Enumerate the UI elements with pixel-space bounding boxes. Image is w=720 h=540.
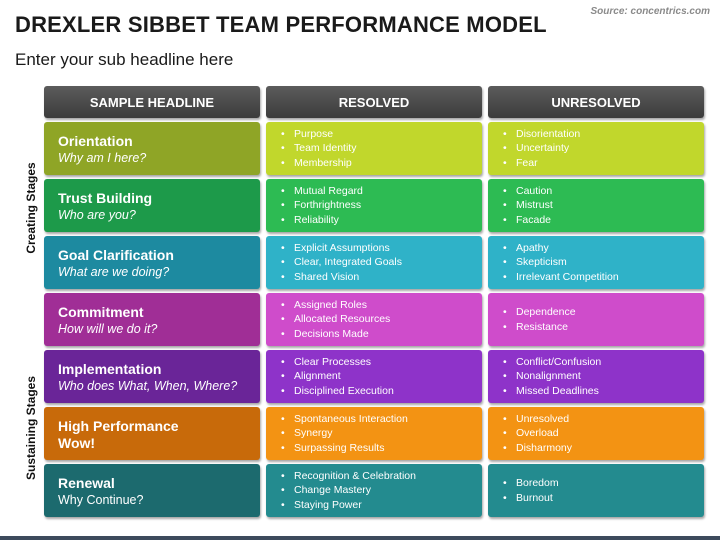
stage-title: High Performance bbox=[58, 417, 179, 434]
resolved-list: Spontaneous Interaction Synergy Surpassi… bbox=[294, 412, 408, 456]
list-item: Skepticism bbox=[516, 255, 619, 270]
list-item: Surpassing Results bbox=[294, 441, 408, 456]
unresolved-implementation: Conflict/Confusion Nonalignment Missed D… bbox=[488, 350, 704, 403]
list-item: Staying Power bbox=[294, 498, 416, 513]
stage-question: How will we do it? bbox=[58, 321, 158, 336]
resolved-renewal: Recognition & Celebration Change Mastery… bbox=[266, 464, 482, 517]
header-sample-headline: SAMPLE HEADLINE bbox=[44, 86, 260, 118]
stage-title: Renewal bbox=[58, 474, 115, 491]
resolved-list: Assigned Roles Allocated Resources Decis… bbox=[294, 298, 390, 342]
stage-title: Trust Building bbox=[58, 189, 153, 206]
side-label-creating-stages: Creating Stages bbox=[24, 162, 38, 254]
unresolved-list: Unresolved Overload Disharmony bbox=[516, 412, 572, 456]
stage-renewal: Renewal Why Continue? bbox=[44, 464, 260, 517]
list-item: Apathy bbox=[516, 241, 619, 256]
resolved-list: Purpose Team Identity Membership bbox=[294, 127, 356, 171]
list-item: Unresolved bbox=[516, 412, 572, 427]
resolved-list: Recognition & Celebration Change Mastery… bbox=[294, 469, 416, 513]
list-item: Assigned Roles bbox=[294, 298, 390, 313]
list-item: Explicit Assumptions bbox=[294, 241, 402, 256]
list-item: Boredom bbox=[516, 476, 559, 491]
performance-model-table: SAMPLE HEADLINE RESOLVED UNRESOLVED Orie… bbox=[44, 86, 710, 517]
list-item: Uncertainty bbox=[516, 141, 580, 156]
list-item: Mistrust bbox=[516, 198, 553, 213]
stage-question: Who are you? bbox=[58, 207, 136, 222]
list-item: Disorientation bbox=[516, 127, 580, 142]
stage-goal-clarification: Goal Clarification What are we doing? bbox=[44, 236, 260, 289]
unresolved-list: Conflict/Confusion Nonalignment Missed D… bbox=[516, 355, 601, 399]
stage-question: Who does What, When, Where? bbox=[58, 378, 238, 393]
stage-title: Orientation bbox=[58, 132, 133, 149]
resolved-orientation: Purpose Team Identity Membership bbox=[266, 122, 482, 175]
list-item: Team Identity bbox=[294, 141, 356, 156]
list-item: Recognition & Celebration bbox=[294, 469, 416, 484]
list-item: Nonalignment bbox=[516, 369, 601, 384]
stage-trust-building: Trust Building Who are you? bbox=[44, 179, 260, 232]
list-item: Missed Deadlines bbox=[516, 384, 601, 399]
stage-question: Why Continue? bbox=[58, 492, 144, 507]
list-item: Disciplined Execution bbox=[294, 384, 394, 399]
list-item: Fear bbox=[516, 156, 580, 171]
unresolved-list: Caution Mistrust Facade bbox=[516, 184, 553, 228]
resolved-list: Mutual Regard Forthrightness Reliability bbox=[294, 184, 363, 228]
source-credit: Source: concentrics.com bbox=[590, 6, 710, 17]
list-item: Disharmony bbox=[516, 441, 572, 456]
page-title: DREXLER SIBBET TEAM PERFORMANCE MODEL bbox=[15, 12, 547, 37]
list-item: Reliability bbox=[294, 213, 363, 228]
list-item: Change Mastery bbox=[294, 483, 416, 498]
list-item: Dependence bbox=[516, 305, 576, 320]
list-item: Clear, Integrated Goals bbox=[294, 255, 402, 270]
list-item: Irrelevant Competition bbox=[516, 270, 619, 285]
list-item: Membership bbox=[294, 156, 356, 171]
unresolved-list: Boredom Burnout bbox=[516, 476, 559, 505]
stage-question: What are we doing? bbox=[58, 264, 170, 279]
resolved-implementation: Clear Processes Alignment Disciplined Ex… bbox=[266, 350, 482, 403]
stage-question: Why am I here? bbox=[58, 150, 147, 165]
list-item: Overload bbox=[516, 426, 572, 441]
footer-bar bbox=[0, 536, 720, 540]
stage-question: Wow! bbox=[58, 434, 96, 451]
list-item: Decisions Made bbox=[294, 327, 390, 342]
list-item: Mutual Regard bbox=[294, 184, 363, 199]
list-item: Conflict/Confusion bbox=[516, 355, 601, 370]
list-item: Alignment bbox=[294, 369, 394, 384]
resolved-list: Clear Processes Alignment Disciplined Ex… bbox=[294, 355, 394, 399]
unresolved-high-performance: Unresolved Overload Disharmony bbox=[488, 407, 704, 460]
unresolved-commitment: Dependence Resistance bbox=[488, 293, 704, 346]
list-item: Caution bbox=[516, 184, 553, 199]
list-item: Resistance bbox=[516, 320, 576, 335]
resolved-goal-clarification: Explicit Assumptions Clear, Integrated G… bbox=[266, 236, 482, 289]
header-resolved: RESOLVED bbox=[266, 86, 482, 118]
resolved-commitment: Assigned Roles Allocated Resources Decis… bbox=[266, 293, 482, 346]
list-item: Synergy bbox=[294, 426, 408, 441]
resolved-high-performance: Spontaneous Interaction Synergy Surpassi… bbox=[266, 407, 482, 460]
unresolved-goal-clarification: Apathy Skepticism Irrelevant Competition bbox=[488, 236, 704, 289]
stage-title: Goal Clarification bbox=[58, 246, 174, 263]
page-subtitle: Enter your sub headline here bbox=[15, 50, 234, 69]
stage-implementation: Implementation Who does What, When, Wher… bbox=[44, 350, 260, 403]
list-item: Burnout bbox=[516, 491, 559, 506]
list-item: Shared Vision bbox=[294, 270, 402, 285]
unresolved-trust-building: Caution Mistrust Facade bbox=[488, 179, 704, 232]
resolved-trust-building: Mutual Regard Forthrightness Reliability bbox=[266, 179, 482, 232]
unresolved-orientation: Disorientation Uncertainty Fear bbox=[488, 122, 704, 175]
stage-title: Commitment bbox=[58, 303, 144, 320]
unresolved-renewal: Boredom Burnout bbox=[488, 464, 704, 517]
stage-high-performance: High Performance Wow! bbox=[44, 407, 260, 460]
list-item: Allocated Resources bbox=[294, 312, 390, 327]
list-item: Forthrightness bbox=[294, 198, 363, 213]
unresolved-list: Dependence Resistance bbox=[516, 305, 576, 334]
list-item: Facade bbox=[516, 213, 553, 228]
list-item: Clear Processes bbox=[294, 355, 394, 370]
stage-orientation: Orientation Why am I here? bbox=[44, 122, 260, 175]
unresolved-list: Disorientation Uncertainty Fear bbox=[516, 127, 580, 171]
unresolved-list: Apathy Skepticism Irrelevant Competition bbox=[516, 241, 619, 285]
resolved-list: Explicit Assumptions Clear, Integrated G… bbox=[294, 241, 402, 285]
stage-commitment: Commitment How will we do it? bbox=[44, 293, 260, 346]
stage-title: Implementation bbox=[58, 360, 162, 377]
side-label-sustaining-stages: Sustaining Stages bbox=[24, 375, 38, 481]
header-unresolved: UNRESOLVED bbox=[488, 86, 704, 118]
list-item: Purpose bbox=[294, 127, 356, 142]
list-item: Spontaneous Interaction bbox=[294, 412, 408, 427]
